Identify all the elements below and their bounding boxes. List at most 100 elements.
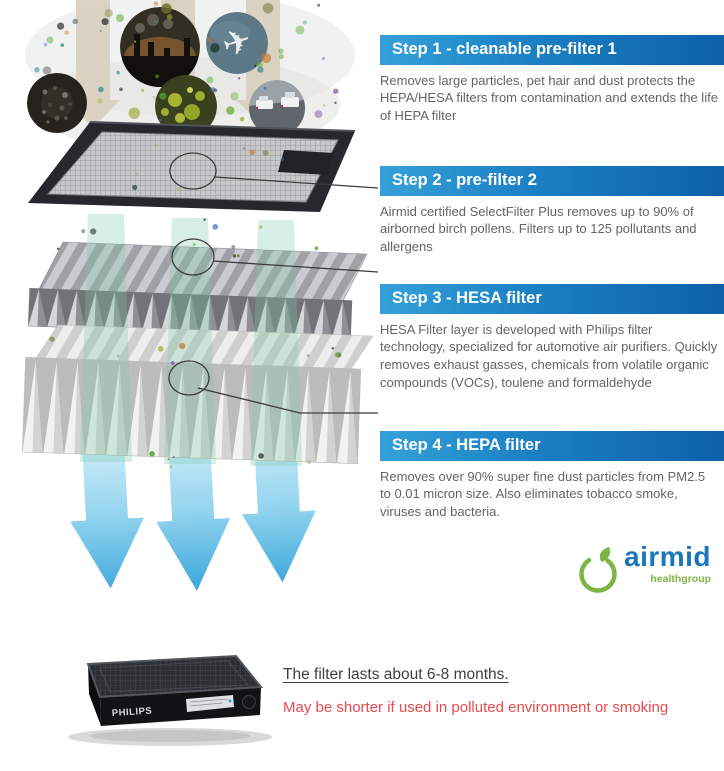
- dust-particle: [169, 465, 173, 469]
- step-4-callout: Step 4 - HEPA filter Removes over 90% su…: [380, 431, 724, 521]
- dust-particle: [317, 3, 321, 7]
- magnifier-circle-2: [171, 238, 215, 276]
- dust-particle: [331, 347, 335, 350]
- dust-particle: [101, 18, 109, 26]
- dust-particle: [314, 110, 323, 119]
- panel-notch: [278, 150, 334, 175]
- dust-particle: [43, 42, 48, 47]
- dust-particle: [116, 70, 120, 75]
- dust-particle: [164, 16, 167, 19]
- dust-particle: [64, 30, 69, 35]
- step-2-title: Step 2 - pre-filter 2: [380, 166, 724, 196]
- airmid-swoosh-icon: [579, 547, 617, 593]
- dust-particle: [132, 184, 138, 191]
- clean-air-arrow: [70, 439, 144, 589]
- airmid-wordmark: airmid: [624, 541, 712, 572]
- dust-particle: [119, 87, 123, 92]
- dust-particle: [226, 106, 235, 115]
- dust-particle: [212, 224, 219, 230]
- dust-particle: [97, 98, 103, 104]
- connector-line-1: [214, 176, 379, 189]
- dust-particle: [42, 66, 52, 75]
- dust-particle: [155, 74, 160, 79]
- dust-particle: [99, 29, 102, 33]
- dust-particle: [243, 147, 246, 150]
- dust-particle: [261, 53, 272, 64]
- dust-particle: [104, 9, 113, 18]
- dust-particle: [278, 54, 284, 60]
- dust-particle: [258, 453, 264, 459]
- dust-particle: [172, 455, 175, 459]
- dust-particle: [167, 458, 170, 461]
- philips-wordmark: PHILIPS: [112, 706, 153, 719]
- dust-particle: [230, 92, 239, 101]
- dust-particle: [135, 172, 138, 175]
- dust-particle: [133, 40, 137, 43]
- dust-particle: [210, 43, 220, 53]
- product-photo: PHILIPS: [68, 654, 272, 746]
- dust-particle: [153, 1, 159, 6]
- cleanable-pre-filter-panel: [28, 121, 356, 212]
- dust-particle: [306, 354, 310, 357]
- dust-particle: [177, 187, 181, 191]
- airflow-beams: [80, 214, 302, 466]
- step-4-description: Removes over 90% super fine dust particl…: [380, 468, 706, 519]
- dust-particle: [159, 92, 167, 100]
- dust-particle: [259, 225, 263, 229]
- dust-particle: [154, 20, 157, 23]
- dust-particle: [249, 149, 255, 155]
- dust-particle: [203, 218, 206, 221]
- dust-particle: [166, 14, 173, 20]
- step-2-callout: Step 2 - pre-filter 2 Airmid certified S…: [380, 166, 724, 256]
- dust-particle: [262, 150, 269, 156]
- dust-particle: [117, 354, 120, 358]
- dust-particle: [90, 228, 97, 235]
- dust-particle: [321, 56, 326, 61]
- product-left-face: [88, 664, 101, 726]
- step-1-callout: Step 1 - cleanable pre-filter 1 Removes …: [380, 35, 724, 125]
- airplane-icon: ✈: [206, 12, 268, 74]
- dust-particle: [278, 48, 284, 54]
- airflow-beam: [250, 220, 302, 466]
- magnifier-circle-1: [169, 152, 217, 190]
- dust-particle: [323, 104, 326, 107]
- product-knob: [242, 695, 256, 709]
- dust-particle: [157, 345, 164, 352]
- filter-warning-text: May be shorter if used in polluted envir…: [283, 699, 669, 716]
- dust-circle-icon: [27, 73, 87, 133]
- magnifier-circle-3: [168, 360, 210, 396]
- dust-particle: [306, 460, 312, 465]
- dust-particle: [333, 88, 339, 94]
- dust-particle: [257, 66, 264, 73]
- dust-particle: [159, 118, 162, 122]
- airmid-logo: airmid healthgroup: [576, 543, 711, 597]
- step-2-description: Airmid certified SelectFilter Plus remov…: [380, 203, 697, 254]
- pollen-icon: [155, 75, 217, 137]
- clean-air-arrow: [241, 432, 316, 583]
- dust-particle: [72, 18, 78, 24]
- dust-particle: [192, 243, 196, 246]
- step-4-title: Step 4 - HEPA filter: [380, 431, 724, 461]
- dust-particle: [231, 244, 236, 249]
- clean-air-arrows: [70, 432, 316, 591]
- dust-particle: [302, 20, 308, 25]
- step-3-callout: Step 3 - HESA filter HESA Filter layer i…: [380, 284, 724, 391]
- dust-particle: [232, 254, 237, 258]
- pre-filter-2-layer: [27, 241, 368, 339]
- connector-line-2: [212, 260, 379, 273]
- dust-particle: [262, 3, 274, 14]
- dust-particle: [239, 116, 245, 122]
- dust-particle: [98, 86, 104, 93]
- dust-particle: [291, 115, 294, 119]
- dust-particle: [207, 37, 212, 43]
- airflow-beam: [164, 218, 216, 464]
- dust-particle: [81, 229, 86, 234]
- airflow-beam: [80, 214, 132, 462]
- dust-particle: [213, 88, 218, 93]
- filter-lifespan-text: The filter lasts about 6-8 months.: [283, 666, 509, 683]
- dust-particle: [238, 77, 241, 80]
- dust-particle: [49, 336, 55, 342]
- dust-particle: [263, 86, 267, 90]
